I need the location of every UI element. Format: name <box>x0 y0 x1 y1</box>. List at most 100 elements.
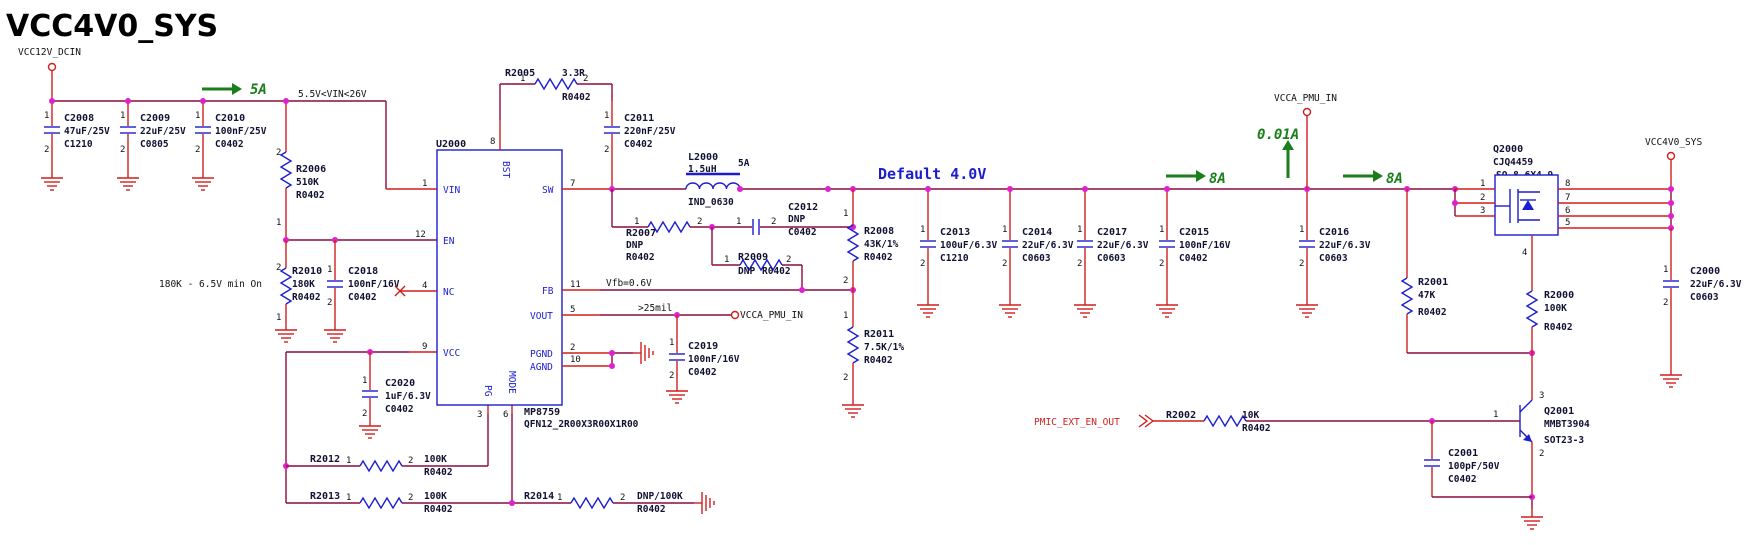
svg-text:1: 1 <box>1159 225 1164 235</box>
svg-text:1: 1 <box>44 111 49 121</box>
svg-text:MP8759: MP8759 <box>524 407 560 418</box>
svg-text:7.5K/1%: 7.5K/1% <box>864 342 904 353</box>
svg-text:C2013: C2013 <box>940 227 970 238</box>
svg-text:C0603: C0603 <box>1097 253 1126 264</box>
svg-text:R0402: R0402 <box>292 292 321 303</box>
svg-text:R0402: R0402 <box>762 266 791 277</box>
svg-text:C2019: C2019 <box>688 341 718 352</box>
svg-text:VCC: VCC <box>443 348 460 359</box>
svg-text:C0603: C0603 <box>1022 253 1051 264</box>
capacitor-c2012: 1 2 C2012 DNP C0402 <box>736 202 818 238</box>
svg-text:PGND: PGND <box>530 349 553 360</box>
capacitor-c2011: 1 2 C2011 220nF/25V C0402 <box>604 101 676 189</box>
svg-text:AGND: AGND <box>530 362 553 373</box>
port-vcca-pmu-side <box>730 310 740 320</box>
svg-text:R2007: R2007 <box>626 228 656 239</box>
svg-text:R2006: R2006 <box>296 164 326 175</box>
svg-text:R2011: R2011 <box>864 329 894 340</box>
vfb-note: Vfb=0.6V <box>606 278 652 289</box>
svg-text:C2001: C2001 <box>1448 448 1478 459</box>
resistor-r2005: 1 2 R2005 3.3R R0402 <box>505 68 591 103</box>
svg-text:1: 1 <box>276 218 281 228</box>
svg-text:C2009: C2009 <box>140 113 170 124</box>
svg-text:R2008: R2008 <box>864 226 894 237</box>
capacitor-c2010: 1 2 C2010 100nF/25V C0402 <box>191 101 267 191</box>
svg-text:C0402: C0402 <box>1448 474 1477 485</box>
current-arrow-pmu: 0.01A <box>1257 127 1299 178</box>
svg-text:VIN: VIN <box>443 185 460 196</box>
svg-text:2: 2 <box>786 255 791 265</box>
svg-text:2: 2 <box>408 493 413 503</box>
resistor-r2001: R2001 47K R0402 <box>1400 189 1448 353</box>
svg-text:2: 2 <box>1077 259 1082 269</box>
svg-text:2: 2 <box>44 145 49 155</box>
svg-text:C0402: C0402 <box>788 227 817 238</box>
svg-text:R2012: R2012 <box>310 454 340 465</box>
svg-text:U2000: U2000 <box>436 139 466 150</box>
svg-text:2: 2 <box>1002 259 1007 269</box>
svg-text:R0402: R0402 <box>1544 322 1573 333</box>
svg-text:C2011: C2011 <box>624 113 654 124</box>
svg-text:C1210: C1210 <box>940 253 969 264</box>
svg-text:3: 3 <box>477 410 482 420</box>
svg-text:L2000: L2000 <box>688 152 718 163</box>
svg-text:4: 4 <box>422 281 427 291</box>
transistor-q2001: 3 2 1 Q2001 MMBT3904 SOT23-3 <box>1493 353 1590 497</box>
svg-text:EN: EN <box>443 236 455 247</box>
svg-text:R0402: R0402 <box>1242 423 1271 434</box>
svg-text:9: 9 <box>422 342 427 352</box>
svg-text:1: 1 <box>327 265 332 275</box>
svg-text:R2000: R2000 <box>1544 290 1574 301</box>
no-connect-mark <box>394 285 406 297</box>
svg-text:8: 8 <box>1565 179 1570 189</box>
svg-text:1: 1 <box>120 111 125 121</box>
svg-text:VOUT: VOUT <box>530 311 553 322</box>
svg-text:2: 2 <box>620 493 625 503</box>
svg-text:R2009: R2009 <box>738 252 768 263</box>
svg-text:C2016: C2016 <box>1319 227 1349 238</box>
svg-text:1.5uH: 1.5uH <box>688 164 717 175</box>
svg-text:DNP: DNP <box>738 266 755 277</box>
svg-text:43K/1%: 43K/1% <box>864 239 899 250</box>
current-pmu-label: 0.01A <box>1257 127 1299 143</box>
svg-text:R2010: R2010 <box>292 266 322 277</box>
svg-text:R2014: R2014 <box>524 491 554 502</box>
svg-text:R0402: R0402 <box>296 190 325 201</box>
current-out1-label: 8A <box>1209 171 1226 187</box>
svg-text:2: 2 <box>327 298 332 308</box>
svg-text:R2013: R2013 <box>310 491 340 502</box>
svg-text:C2017: C2017 <box>1097 227 1127 238</box>
svg-text:1: 1 <box>1002 225 1007 235</box>
svg-text:CJQ4459: CJQ4459 <box>1493 157 1533 168</box>
port-vcc4v0-sys <box>1666 151 1676 161</box>
svg-text:R0402: R0402 <box>864 355 893 366</box>
svg-text:7: 7 <box>1565 193 1570 203</box>
svg-text:100K: 100K <box>424 491 447 502</box>
capacitor-c2000: 1 2 C2000 22uF/6.3V C0603 <box>1659 228 1742 388</box>
capacitor-c2015: 1 2 C2015 100nF/16V C0402 <box>1155 189 1231 318</box>
vout-trace-note: >25mil <box>638 303 672 314</box>
resistor-r2014: 1 2 R2014 DNP/100K R0402 <box>524 491 683 515</box>
net-vcc4v0-sys: VCC4V0_SYS <box>1645 137 1702 148</box>
svg-text:1: 1 <box>346 493 351 503</box>
svg-text:100K: 100K <box>1544 303 1567 314</box>
svg-text:1: 1 <box>1077 225 1082 235</box>
svg-text:R0402: R0402 <box>1418 307 1447 318</box>
offpage-connector <box>1138 414 1155 428</box>
resistor-r2013: 1 2 R2013 100K R0402 <box>310 491 453 515</box>
svg-text:2: 2 <box>276 148 281 158</box>
svg-text:2: 2 <box>570 343 575 353</box>
uvlo-note: 180K - 6.5V min On <box>159 279 262 290</box>
svg-text:2: 2 <box>771 217 776 227</box>
svg-text:2: 2 <box>276 263 281 273</box>
resistor-r2006: 2 1 R2006 510K R0402 <box>276 101 326 240</box>
svg-text:2: 2 <box>583 74 588 84</box>
capacitor-c2020: 1 2 C2020 1uF/6.3V C0402 <box>358 352 431 439</box>
svg-text:2: 2 <box>920 259 925 269</box>
svg-text:2: 2 <box>604 145 609 155</box>
net-vcca-pmu-top: VCCA_PMU_IN <box>1274 93 1337 104</box>
svg-text:2: 2 <box>843 276 848 286</box>
current-arrow-in: 5A <box>202 82 267 98</box>
svg-text:22uF/6.3V: 22uF/6.3V <box>1319 240 1371 251</box>
capacitor-c2017: 1 2 C2017 22uF/6.3V C0603 <box>1073 189 1149 318</box>
